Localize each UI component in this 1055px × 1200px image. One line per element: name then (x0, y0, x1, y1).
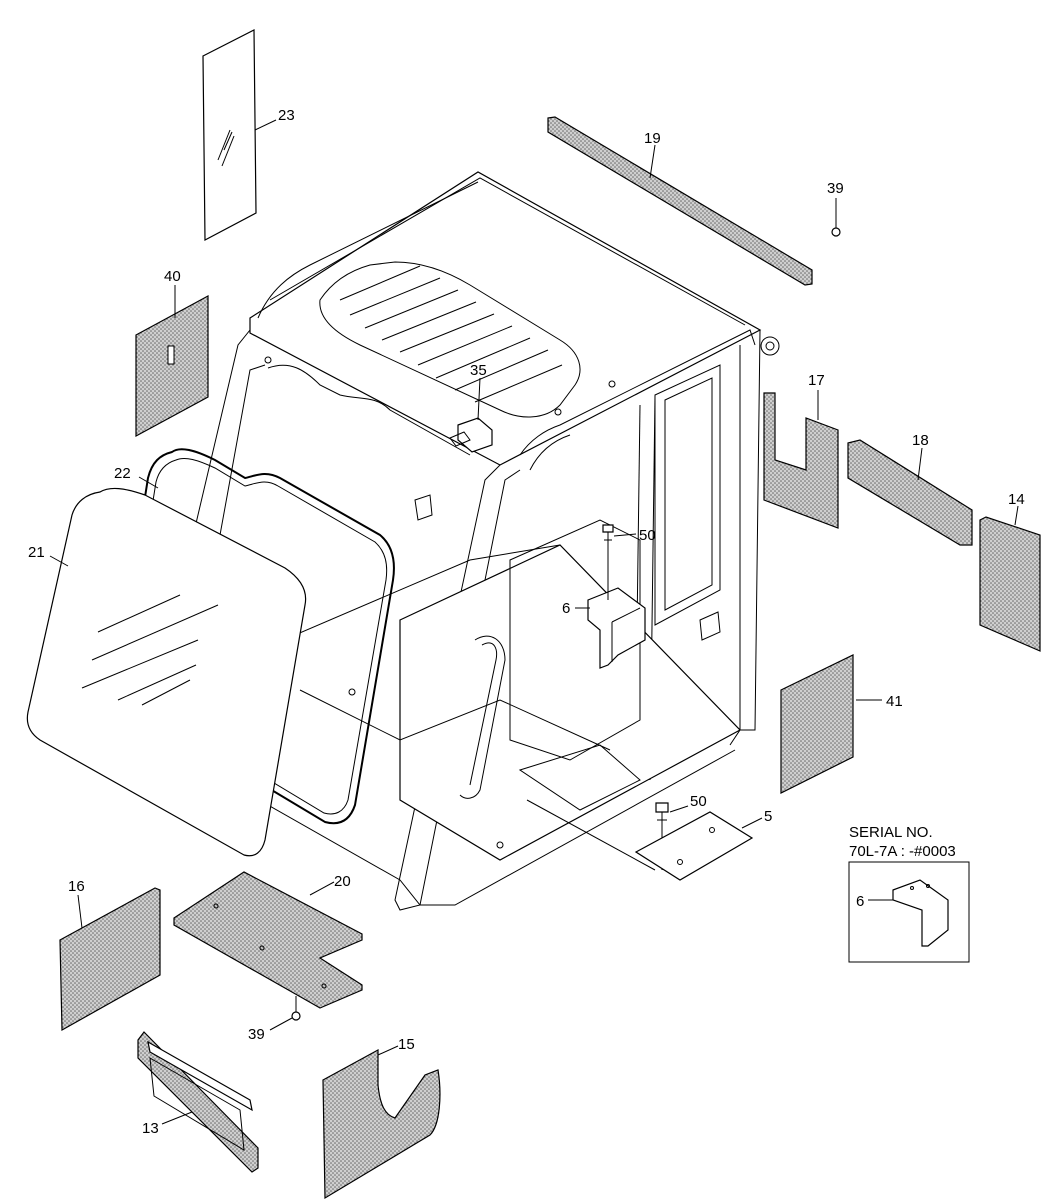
part-16-pad (59, 887, 161, 1032)
part-40-pad (135, 294, 209, 438)
callout-18: 18 (912, 432, 929, 449)
callout-20: 20 (334, 873, 351, 890)
part-23-glass (202, 29, 257, 241)
leader-lines (49, 119, 1019, 1125)
serial-range: 70L-7A : -#0003 (849, 843, 956, 860)
part-39-bolt-lower (291, 996, 301, 1021)
callout-50-lower: 50 (690, 793, 707, 810)
cab-frame (144, 171, 780, 911)
callout-13: 13 (142, 1120, 159, 1137)
part-17-pad (763, 392, 839, 529)
part-50-bolt-upper (602, 524, 614, 600)
part-19-strip (547, 116, 813, 286)
callout-labels: 23 19 39 40 35 17 18 14 22 21 50 6 41 50… (28, 107, 1025, 1137)
callout-14: 14 (1008, 491, 1025, 508)
part-14-pad (979, 516, 1041, 652)
part-20-floor-mat (173, 871, 363, 1009)
serial-inset (848, 861, 970, 963)
serial-label: SERIAL NO. (849, 824, 933, 841)
part-18-pad (847, 439, 973, 546)
callout-21: 21 (28, 544, 45, 561)
callout-22: 22 (114, 465, 131, 482)
callout-15: 15 (398, 1036, 415, 1053)
callout-5: 5 (764, 808, 772, 825)
part-21-glass (26, 487, 307, 857)
callout-6-main: 6 (562, 600, 570, 617)
callout-23: 23 (278, 107, 295, 124)
callout-6-inset: 6 (856, 893, 864, 910)
callout-40: 40 (164, 268, 181, 285)
callout-17: 17 (808, 372, 825, 389)
callout-39-lower: 39 (248, 1026, 265, 1043)
part-39-bolt-upper (831, 218, 841, 237)
callout-35: 35 (470, 362, 487, 379)
serial-note: SERIAL NO. 70L-7A : -#0003 (849, 824, 956, 860)
part-5-plate (526, 799, 754, 881)
callout-16: 16 (68, 878, 85, 895)
callout-19: 19 (644, 130, 661, 147)
part-41-pad (780, 654, 854, 794)
callout-41: 41 (886, 693, 903, 710)
callout-50-upper: 50 (639, 527, 656, 544)
part-13-frame (137, 1031, 259, 1173)
part-15-pad (322, 1048, 441, 1200)
roof-slats (339, 265, 563, 403)
callout-39-upper: 39 (827, 180, 844, 197)
part-6-bracket (587, 587, 646, 669)
